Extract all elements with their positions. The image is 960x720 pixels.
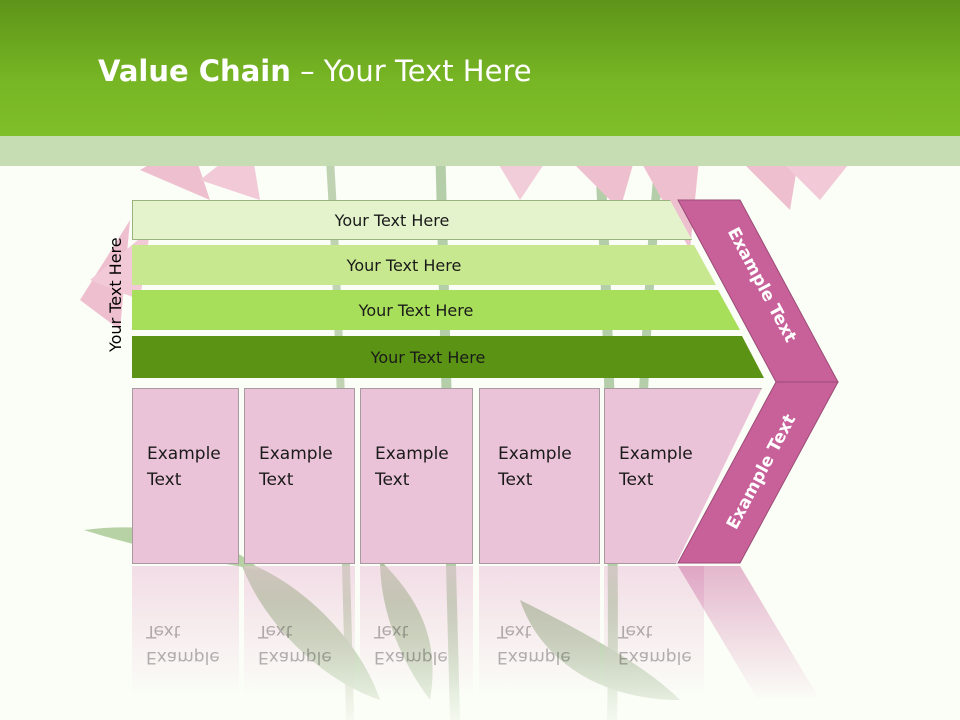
primary-box-4-line2: Text [498,470,533,490]
support-bar-2: Your Text Here [132,245,716,285]
title-bold: Value Chain [98,54,291,88]
support-bar-2-label: Your Text Here [346,255,462,275]
primary-box-4-line1: Example [498,444,572,464]
chevron-lower-arm [677,381,839,564]
primary-box-3: Example Text [360,388,473,564]
support-bar-4: Your Text Here [132,336,764,378]
primary-box-1-line2: Text [147,470,182,490]
primary-box-5-line1: Example [619,444,693,464]
primary-box-5-line2: Text [619,470,654,490]
primary-box-2: Example Text [244,388,355,564]
primary-box-1-line1: Example [147,444,221,464]
slide-title: Value Chain – Your Text Here [98,54,532,88]
support-bar-1: Your Text Here [132,200,692,240]
support-bar-3: Your Text Here [132,290,740,330]
primary-box-3-line2: Text [375,470,410,490]
support-bar-4-label: Your Text Here [370,347,486,367]
support-bar-3-label: Your Text Here [358,300,474,320]
header-banner [0,0,960,136]
primary-box-2-line2: Text [259,470,294,490]
title-rest: – Your Text Here [290,54,532,88]
primary-box-2-line1: Example [259,444,333,464]
chevron-reflection [678,566,820,700]
support-bar-1-label: Your Text Here [334,210,450,230]
primary-box-1: Example Text [132,388,239,564]
primary-box-3-line1: Example [375,444,449,464]
primary-box-4: Example Text [479,388,600,564]
header-strip [0,136,960,166]
